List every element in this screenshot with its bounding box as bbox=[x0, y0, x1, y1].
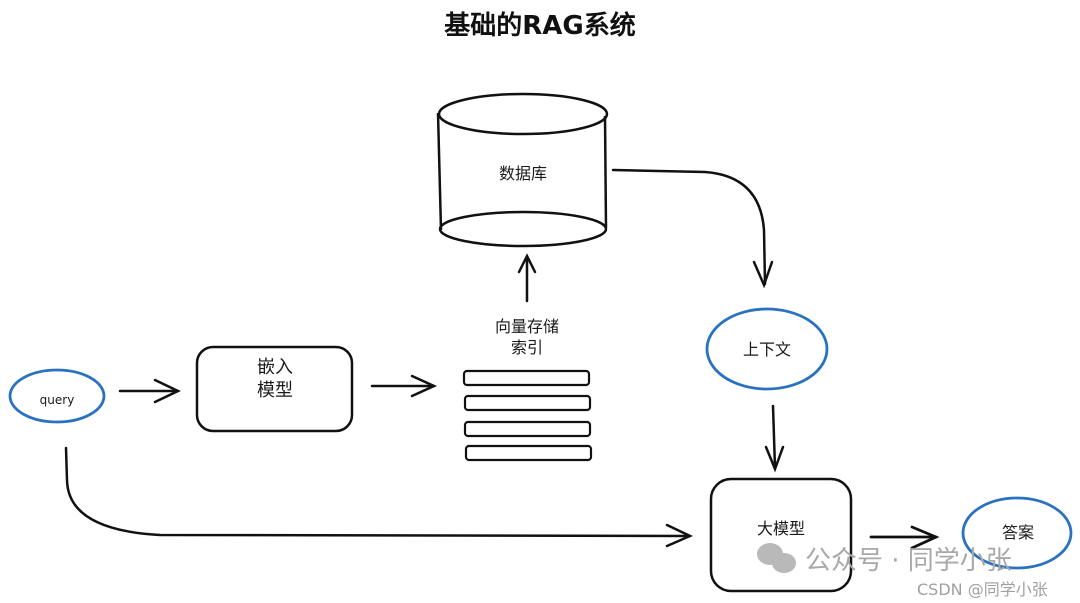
wechat-icon bbox=[757, 543, 796, 573]
index-bar bbox=[463, 420, 592, 438]
index-bar bbox=[464, 444, 593, 462]
answer-ellipse bbox=[961, 496, 1073, 570]
vector-index-label-line1: 向量存储 bbox=[494, 317, 559, 336]
arrow-query-to-embedding bbox=[118, 378, 181, 404]
arrow-query-to-llm bbox=[64, 446, 694, 548]
query-label: query bbox=[39, 393, 75, 407]
arrow-llm-to-answer bbox=[869, 525, 940, 550]
embedding-model-box bbox=[195, 345, 354, 433]
index-bar bbox=[463, 394, 592, 412]
arrow-embedding-to-index bbox=[370, 374, 438, 398]
query-ellipse bbox=[8, 368, 106, 424]
llm-box bbox=[709, 477, 853, 593]
vector-index-label-line2: 索引 bbox=[510, 338, 543, 357]
answer-label: 答案 bbox=[1001, 523, 1034, 542]
context-ellipse bbox=[705, 307, 829, 391]
wechat-watermark: 公众号 · 同学小张 bbox=[805, 546, 1012, 576]
llm-label: 大模型 bbox=[756, 519, 805, 538]
database-cylinder bbox=[436, 92, 609, 248]
arrow-context-to-llm bbox=[764, 404, 785, 473]
index-bar bbox=[462, 369, 591, 387]
csdn-watermark: CSDN @同学小张 bbox=[917, 580, 1048, 599]
arrow-index-to-database bbox=[517, 253, 537, 303]
database-label: 数据库 bbox=[498, 164, 547, 183]
embedding-model-label-line2: 模型 bbox=[257, 380, 293, 401]
context-label: 上下文 bbox=[742, 340, 791, 359]
embedding-model-label-line1: 嵌入 bbox=[257, 357, 293, 378]
page-title: 基础的RAG系统 bbox=[444, 11, 636, 41]
vector-index-bars bbox=[462, 369, 593, 462]
arrow-database-to-context bbox=[611, 168, 774, 289]
